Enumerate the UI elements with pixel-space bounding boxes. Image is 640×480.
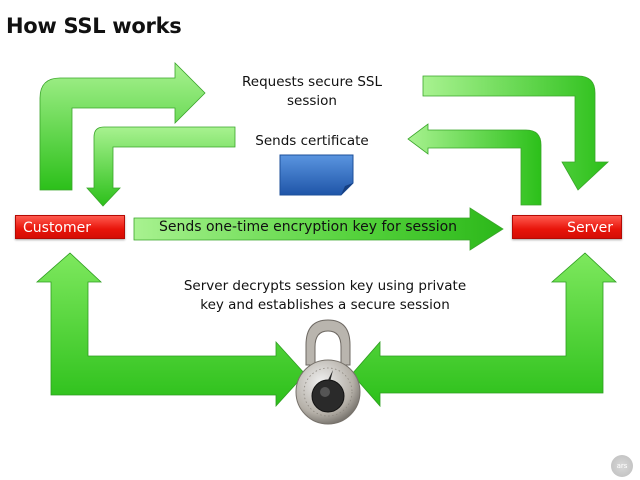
- ars-logo: ars: [611, 455, 633, 477]
- certificate-document-icon: [279, 154, 354, 196]
- request-label-line1: Requests secure SSL: [242, 74, 382, 90]
- customer-node: Customer: [15, 215, 125, 239]
- decrypt-label-line2: key and establishes a secure session: [200, 297, 450, 313]
- secure-session-arrow-right: [351, 252, 618, 408]
- secure-session-arrow-left: [35, 252, 306, 408]
- server-node: Server: [512, 215, 622, 239]
- decrypt-label: Server decrypts session key using privat…: [170, 277, 480, 315]
- decrypt-label-line1: Server decrypts session key using privat…: [183, 278, 467, 294]
- key-exchange-label: Sends one-time encryption key for sessio…: [158, 219, 458, 235]
- certificate-arrow-from-server: [407, 123, 542, 206]
- request-label: Requests secure SSL session: [222, 73, 402, 111]
- certificate-arrow-to-customer: [86, 126, 236, 207]
- page-title: How SSL works: [6, 14, 182, 38]
- request-label-line2: session: [287, 93, 337, 109]
- key-exchange-arrow: [133, 207, 504, 251]
- request-arrow-to-server: [422, 75, 610, 191]
- certificate-label: Sends certificate: [255, 133, 369, 149]
- combination-padlock-icon: [295, 319, 361, 425]
- request-arrow: [39, 62, 206, 191]
